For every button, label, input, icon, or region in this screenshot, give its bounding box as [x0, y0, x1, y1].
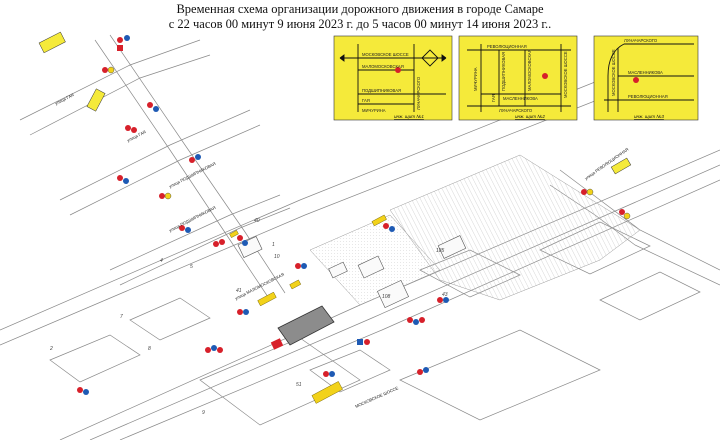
traffic-signs	[77, 35, 631, 395]
street-label-moskovskoe: МОСКОВСКОЕ ШОССЕ	[354, 385, 399, 409]
street-label-podshipnikovaya-2: улица ПОДШИПНИКОВАЯ	[168, 205, 216, 233]
inset2-road-0: РЕВОЛЮЦИОННАЯ	[487, 44, 527, 49]
building-number: 185	[436, 248, 445, 254]
sign-cluster	[179, 225, 191, 233]
inset1-caption: инж. щит №1	[394, 114, 424, 119]
building-number: 7	[120, 314, 123, 320]
sign-cluster	[205, 345, 223, 353]
sign-cluster	[117, 35, 130, 51]
inset3-road-0: ЛУНАЧАРСКОГО	[624, 38, 658, 43]
inset3-road-2: МОСКОВСКОЕ ШОССЕ	[611, 49, 616, 96]
sign-cluster	[323, 371, 335, 377]
buildings	[237, 235, 467, 309]
temporary-works	[229, 214, 387, 404]
inset-panel-2: РЕВОЛЮЦИОННАЯ ПОДШИПНИКОВАЯ МАЛОМОСКОВСК…	[458, 35, 578, 121]
building-number: 1	[272, 242, 275, 248]
inset1-road-4: МИЧУРИНА	[362, 108, 386, 113]
sign-cluster	[295, 263, 307, 269]
inset3-road-3: РЕВОЛЮЦИОННАЯ	[628, 94, 668, 99]
building-number: 51	[296, 382, 302, 388]
sign-cluster	[237, 309, 249, 315]
sign-cluster	[581, 188, 594, 196]
building-number: 5	[190, 264, 193, 270]
building-number: 4	[160, 258, 163, 264]
sign-cluster	[159, 192, 172, 200]
inset2-caption: инж. щит №2	[515, 114, 545, 119]
inset-panel-3: ЛУНАЧАРСКОГО МАСЛЕННИКОВА МОСКОВСКОЕ ШОС…	[593, 35, 699, 121]
inset3-road-1: МАСЛЕННИКОВА	[628, 70, 663, 75]
building-number: 10	[274, 254, 280, 260]
sign-cluster	[357, 339, 370, 345]
title-line-2: с 22 часов 00 минут 9 июня 2023 г. до 5 …	[168, 17, 552, 31]
sign-cluster	[213, 239, 225, 247]
inset3-caption: инж. щит №3	[634, 114, 664, 119]
inset2-road-7: ЛУНАЧАРСКОГО	[499, 108, 533, 113]
inset1-road-5: ЛУНАЧАРСКОГО	[416, 76, 421, 110]
building-number: 2	[49, 346, 53, 352]
sign-cluster	[147, 102, 159, 112]
scheme-title: Временная схема организации дорожного дв…	[0, 2, 720, 32]
inset2-road-5: ГАЯ	[491, 94, 496, 102]
inset2-road-1: ПОДШИПНИКОВАЯ	[501, 52, 506, 91]
sign-cluster	[619, 209, 631, 220]
inset1-road-2: ПОДШИПНИКОВАЯ	[362, 88, 401, 93]
inset2-road-3: МОСКОВСКОЕ ШОССЕ	[563, 51, 568, 98]
sign-cluster	[383, 223, 395, 232]
building-number: 43	[442, 292, 448, 298]
inset2-road-4: МИЧУРИНА	[473, 67, 478, 91]
sign-cluster	[237, 235, 248, 246]
building-number: 108	[382, 294, 391, 300]
inset2-road-2: МАЛОМОСКОВСКАЯ	[527, 49, 532, 91]
sign-cluster	[117, 175, 129, 184]
building-number: 9	[202, 410, 205, 416]
inset1-road-0: МОСКОВСКОЕ ШОССЕ	[362, 52, 409, 57]
street-label-gaya: улица ГАЯ	[54, 92, 75, 106]
street-label-podshipnikovaya: улица ПОДШИПНИКОВАЯ	[168, 161, 216, 189]
building-number: 8	[148, 346, 151, 352]
inset1-road-1: МАЛОМОСКОВСКАЯ	[362, 64, 404, 69]
building-number: 41	[236, 288, 242, 294]
inset1-road-3: ГАЯ	[362, 98, 370, 103]
sign-cluster	[417, 367, 429, 375]
sign-cluster	[189, 154, 201, 163]
title-line-1: Временная схема организации дорожного дв…	[176, 2, 544, 16]
building-numbers: 1 2 4 5 7 8 9 10 40 41 51 108 185 43	[49, 218, 448, 416]
construction-zone	[270, 305, 335, 350]
sign-cluster	[125, 125, 137, 133]
inset2-road-6: МАСЛЕННИКОВА	[503, 96, 538, 101]
street-tag-labels	[38, 31, 632, 175]
sign-cluster	[102, 66, 115, 74]
sign-cluster	[77, 387, 89, 395]
building-number: 40	[254, 218, 260, 224]
sign-cluster	[437, 297, 449, 303]
street-label-malomoskovskaya: улица МАЛОМОСКОВСКАЯ	[234, 272, 285, 301]
sign-cluster	[407, 317, 425, 325]
inset-panel-1: МОСКОВСКОЕ ШОССЕ МАЛОМОСКОВСКАЯ ПОДШИПНИ…	[333, 35, 453, 121]
